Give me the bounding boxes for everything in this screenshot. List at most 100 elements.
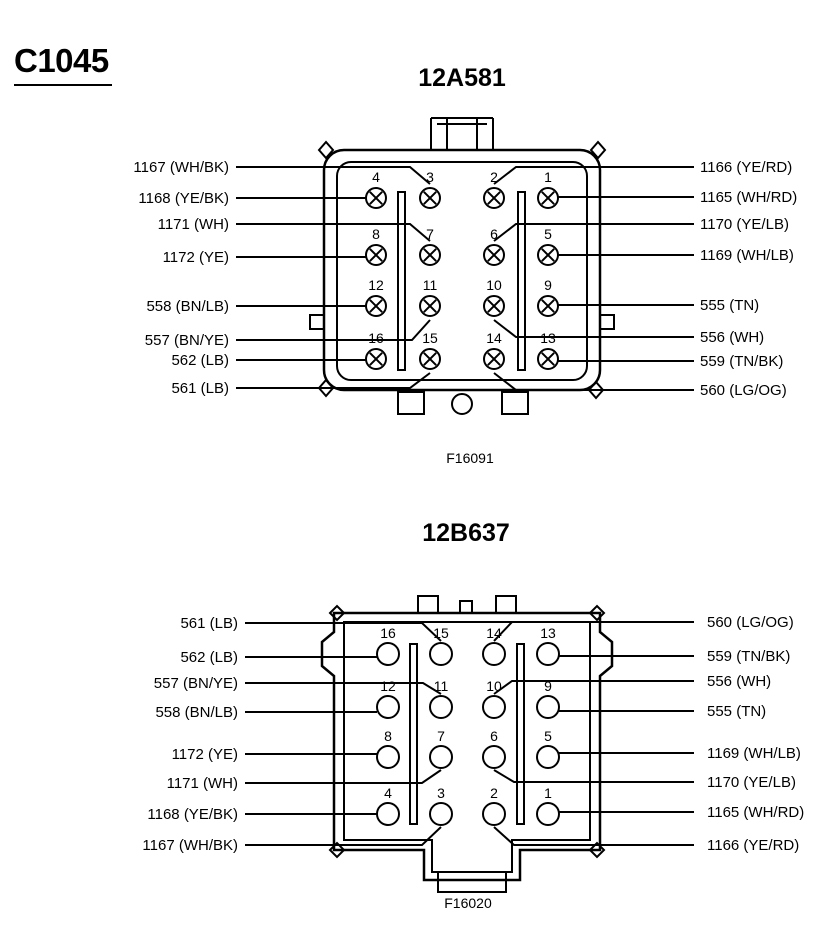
pin-number: 16 — [380, 625, 396, 641]
pin-2: 2 — [482, 785, 506, 826]
wire-7 — [245, 769, 442, 784]
title-underline — [14, 84, 112, 86]
wire-label: 1169 (WH/LB) — [707, 745, 801, 762]
page-title: C1045 — [14, 42, 109, 79]
wire-label: 555 (TN) — [700, 297, 759, 314]
connector-body-12b637 — [320, 595, 614, 893]
pin-number: 14 — [486, 330, 502, 346]
pin-11: 11 — [419, 277, 441, 317]
figure-id: F16020 — [444, 895, 492, 911]
wire-label: 1166 (YE/RD) — [707, 837, 799, 854]
pin-cross-icon — [369, 299, 383, 313]
wire-label: 561 (LB) — [180, 615, 238, 632]
pin-15: 15 — [429, 625, 453, 666]
pin-5: 5 — [536, 728, 560, 769]
pin-number: 2 — [490, 169, 498, 185]
pin-cross-icon — [487, 299, 501, 313]
pin-3: 3 — [429, 785, 453, 826]
pin-number: 12 — [368, 277, 384, 293]
pin-8: 8 — [376, 728, 400, 769]
wire-label: 562 (LB) — [171, 352, 229, 369]
pin-number: 12 — [380, 678, 396, 694]
wire-label: 557 (BN/YE) — [145, 332, 229, 349]
pin-number: 10 — [486, 277, 502, 293]
pin-number: 1 — [544, 169, 552, 185]
pin-cross-icon — [369, 352, 383, 366]
pin-cross-icon — [487, 191, 501, 205]
pin-number: 4 — [372, 169, 380, 185]
wire-label: 1168 (YE/BK) — [147, 806, 238, 823]
wire-label: 555 (TN) — [707, 703, 766, 720]
pin-9: 9 — [536, 678, 560, 719]
wire-11 — [236, 319, 431, 341]
pin-number: 10 — [486, 678, 502, 694]
pin-terminal-icon — [482, 802, 506, 826]
wire-label: 1172 (YE) — [163, 249, 229, 266]
pin-terminal-icon — [482, 745, 506, 769]
wire-2 — [493, 826, 694, 846]
wire-label: 1165 (WH/RD) — [707, 804, 804, 821]
pin-cross-icon — [423, 191, 437, 205]
pin-cross-icon — [369, 248, 383, 262]
pin-terminal-icon — [536, 695, 560, 719]
pin-number: 4 — [384, 785, 392, 801]
pin-14: 14 — [483, 330, 505, 370]
wire-label: 558 (BN/LB) — [146, 298, 229, 315]
pin-4: 4 — [376, 785, 400, 826]
pin-number: 5 — [544, 226, 552, 242]
pin-terminal-icon — [376, 695, 400, 719]
pin-cross-icon — [541, 248, 555, 262]
wire-label: 562 (LB) — [180, 649, 238, 666]
wire-14 — [493, 372, 694, 391]
wire-label: 560 (LG/OG) — [707, 614, 794, 631]
connector-body-12a581 — [309, 117, 615, 415]
pin-cross-icon — [487, 352, 501, 366]
pin-7: 7 — [429, 728, 453, 769]
connector-name: 12B637 — [422, 519, 510, 547]
pin-terminal-icon — [429, 642, 453, 666]
wire-label: 1170 (YE/LB) — [700, 216, 789, 233]
connector-name: 12A581 — [418, 64, 506, 92]
pin-5: 5 — [537, 226, 559, 266]
wire-label: 1166 (YE/RD) — [700, 159, 792, 176]
pin-cross-icon — [487, 248, 501, 262]
pin-cross-icon — [423, 299, 437, 313]
pin-number: 8 — [384, 728, 392, 744]
pin-number: 9 — [544, 678, 552, 694]
pin-terminal-icon — [429, 695, 453, 719]
wire-label: 560 (LG/OG) — [700, 382, 787, 399]
wire-2 — [493, 166, 694, 185]
pin-terminal-icon — [482, 695, 506, 719]
pin-cross-icon — [423, 352, 437, 366]
pin-terminal-icon — [376, 642, 400, 666]
pin-number: 8 — [372, 226, 380, 242]
pin-terminal-icon — [429, 745, 453, 769]
figure-id: F16091 — [446, 450, 494, 466]
pin-12: 12 — [365, 277, 387, 317]
pin-number: 15 — [422, 330, 438, 346]
pin-number: 1 — [544, 785, 552, 801]
pin-number: 11 — [423, 277, 438, 293]
pin-13: 13 — [537, 330, 559, 370]
pin-9: 9 — [537, 277, 559, 317]
pin-3: 3 — [419, 169, 441, 209]
pin-1: 1 — [537, 169, 559, 209]
wire-11 — [245, 682, 442, 695]
wire-15 — [236, 372, 431, 389]
wire-label: 556 (WH) — [700, 329, 764, 346]
pin-cross-icon — [541, 299, 555, 313]
wire-label: 556 (WH) — [707, 673, 771, 690]
connector-12a581: 12A581F16091123456789101112131415161168 … — [133, 64, 797, 466]
wire-7 — [236, 223, 431, 242]
wire-label: 1165 (WH/RD) — [700, 189, 797, 206]
pin-6: 6 — [482, 728, 506, 769]
wire-label: 1170 (YE/LB) — [707, 774, 796, 791]
pin-number: 6 — [490, 226, 498, 242]
pin-1: 1 — [536, 785, 560, 826]
pin-8: 8 — [365, 226, 387, 266]
wire-14 — [493, 621, 694, 642]
pin-6: 6 — [483, 226, 505, 266]
wire-label: 1167 (WH/BK) — [142, 837, 238, 854]
